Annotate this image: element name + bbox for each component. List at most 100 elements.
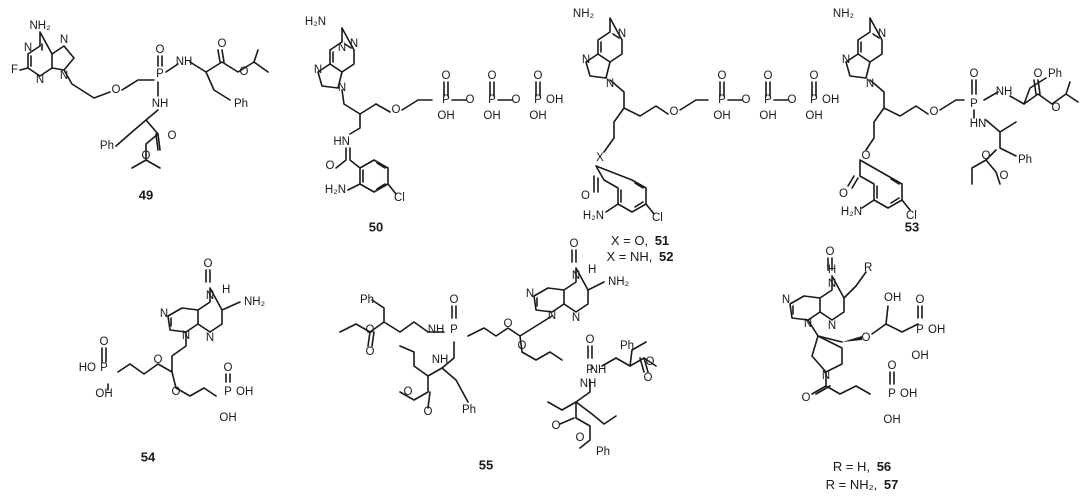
o-label: O: [504, 318, 513, 330]
compound-50-structure: H₂N N N N N HN O O H₂N Cl P O OH O P O O…: [305, 16, 563, 234]
o-label: O: [424, 406, 433, 418]
ph-label: Ph: [1018, 154, 1032, 166]
nh-label: NH: [428, 324, 445, 336]
x-equals-nh-text: X = NH,: [607, 249, 653, 264]
ph-label: Ph: [234, 98, 248, 110]
p-label: P: [586, 364, 594, 376]
p-label: P: [534, 94, 542, 106]
n-label: N: [572, 270, 580, 282]
o-label: O: [810, 70, 819, 82]
oh-label: OH: [713, 110, 730, 122]
o-label: O: [172, 386, 181, 398]
o-label: O: [168, 130, 177, 142]
o-label: O: [224, 362, 233, 374]
o-label: O: [788, 94, 797, 106]
chlorine-label: Cl: [906, 210, 917, 222]
nh2-label: H₂N: [325, 184, 346, 196]
o-label: O: [764, 70, 773, 82]
o-label: O: [670, 106, 679, 118]
nh2-label: H₂N: [305, 16, 326, 28]
fluorine-label: F: [11, 64, 18, 76]
p-label: P: [156, 68, 164, 80]
n-label: N: [338, 42, 346, 54]
nh2-label: NH₂: [833, 8, 854, 20]
compound-57-number: 57: [884, 477, 898, 492]
ph-label: Ph: [1048, 68, 1062, 80]
ho-label: HO: [79, 362, 96, 374]
p-label: P: [442, 94, 450, 106]
oh-label: OH: [95, 388, 112, 400]
nh-label: NH: [176, 56, 193, 68]
o-label: O: [982, 150, 991, 162]
compound-51-52-structure: NH₂ N N N O X O H₂N Cl P O OH O P O OH O…: [573, 8, 839, 264]
x-label: X: [596, 152, 604, 164]
p-label: P: [718, 94, 726, 106]
p-label: P: [888, 388, 896, 400]
nh2-label: H₂N: [841, 206, 862, 218]
oh-label: OH: [805, 110, 822, 122]
o-label: O: [154, 354, 163, 366]
o-label: O: [156, 44, 165, 56]
n-label: N: [572, 312, 580, 324]
p-label: P: [488, 94, 496, 106]
n-label: N: [526, 288, 534, 300]
o-label: O: [862, 150, 871, 162]
o-label: O: [826, 246, 835, 258]
o-label: O: [112, 84, 121, 96]
h-label: H: [588, 264, 596, 276]
ph-label: Ph: [462, 404, 476, 416]
n-label: N: [60, 70, 68, 82]
oh-label: OH: [219, 412, 236, 424]
n-label: N: [822, 370, 830, 382]
oh-label: OH: [911, 350, 928, 362]
compound-51-number: 51: [655, 233, 669, 248]
n-label: N: [206, 332, 214, 344]
o-label: O: [552, 420, 561, 432]
n-label: N: [606, 78, 614, 90]
oh-label: OH: [900, 388, 917, 400]
oh-label: OH: [483, 110, 500, 122]
o-label: O: [586, 334, 595, 346]
n-label: N: [828, 320, 836, 332]
x-equals-o-text: X = O,: [611, 233, 648, 248]
ph-label: Ph: [360, 294, 374, 306]
o-label: O: [142, 150, 151, 162]
o-label: O: [366, 346, 375, 358]
nh-label: NH: [996, 86, 1013, 98]
o-label: O: [442, 70, 451, 82]
nh2-label: NH₂: [244, 296, 265, 308]
o-label: O: [718, 70, 727, 82]
oh-label: OH: [884, 292, 901, 304]
n-label: N: [206, 290, 214, 302]
o-label: O: [204, 258, 213, 270]
n-label: N: [338, 82, 346, 94]
r-equals-h-text: R = H,: [833, 459, 870, 474]
n-label: N: [36, 74, 44, 86]
compound-54-structure: O H N N N N NH₂ O O P O HO OH P O OH OH …: [79, 258, 265, 464]
o-label: O: [646, 356, 655, 368]
compound-49-number: 49: [139, 187, 153, 202]
n-label: N: [548, 310, 556, 322]
compound-50-number: 50: [369, 219, 383, 234]
compound-56-number: 56: [877, 459, 891, 474]
o-label: O: [916, 294, 925, 306]
compound-54-number: 54: [141, 449, 156, 464]
o-label: O: [802, 392, 811, 404]
o-label: O: [100, 336, 109, 348]
oh-label: OH: [437, 110, 454, 122]
n-label: N: [866, 78, 874, 90]
p-label: P: [100, 362, 108, 374]
o-label: O: [576, 432, 585, 444]
n-label: N: [828, 278, 836, 290]
o-label: O: [970, 68, 979, 80]
h-label: H: [828, 264, 836, 276]
compound-52-caption: X = NH, 52: [607, 249, 674, 264]
oh-label: OH: [759, 110, 776, 122]
compound-52-number: 52: [659, 249, 673, 264]
o-label: O: [1052, 102, 1061, 114]
o-label: O: [326, 160, 335, 172]
n-label: N: [160, 308, 168, 320]
o-label: O: [218, 38, 227, 50]
compound-55-structure: O H N N N N NH₂ O O Ph O O O P NH NH Ph …: [339, 238, 657, 472]
